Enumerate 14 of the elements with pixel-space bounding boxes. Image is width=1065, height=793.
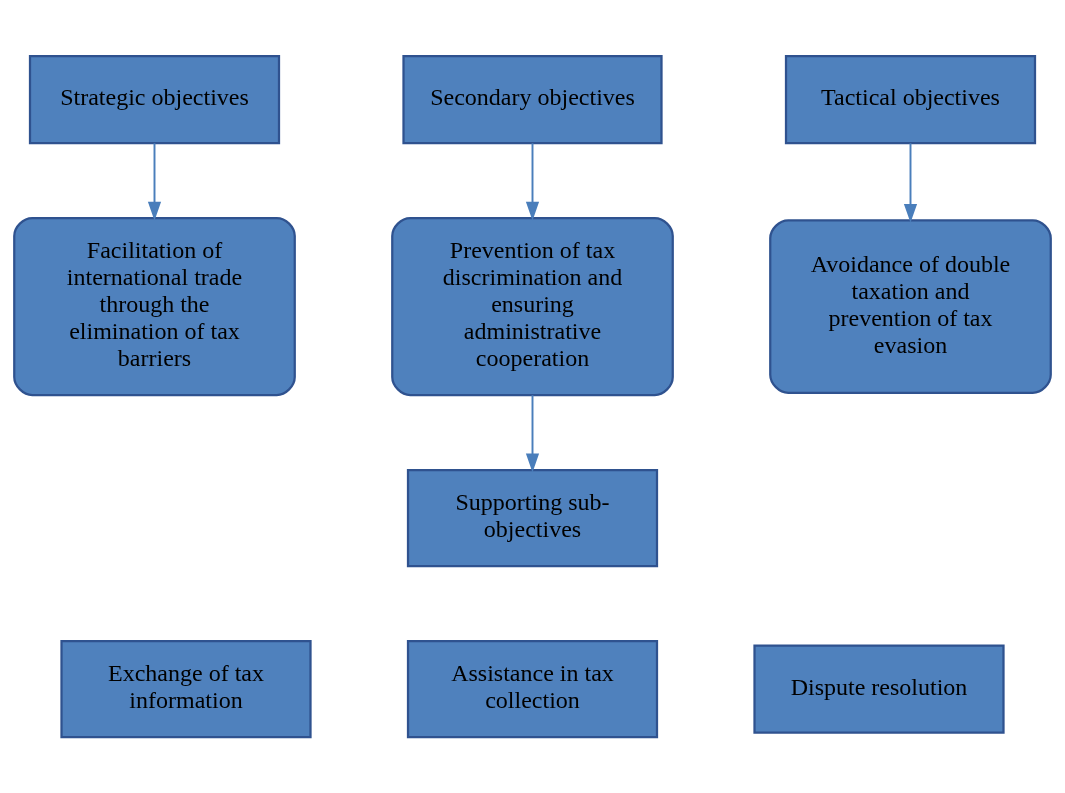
arrow bbox=[525, 142, 540, 221]
node-box: Assistance in tax collection bbox=[406, 639, 659, 739]
node-box: Strategic objectives bbox=[28, 54, 281, 145]
arrow bbox=[525, 394, 540, 473]
node-box: Dispute resolution bbox=[753, 644, 1005, 734]
node-box: Secondary objectives bbox=[402, 54, 663, 145]
node-box: Supporting sub-objectives bbox=[406, 468, 659, 568]
arrow bbox=[147, 142, 162, 221]
node-box: Prevention of tax discrimination and ensuring administrative cooperation bbox=[391, 216, 674, 397]
node-box: Exchange of tax information bbox=[60, 639, 312, 739]
node-box: Tactical objectives bbox=[784, 54, 1037, 145]
node-box: Facilitation of international trade through the elimination of tax barriers bbox=[13, 216, 296, 397]
arrow bbox=[903, 142, 918, 223]
node-box: Avoidance of double taxation and prevention of tax evasion bbox=[769, 219, 1052, 394]
